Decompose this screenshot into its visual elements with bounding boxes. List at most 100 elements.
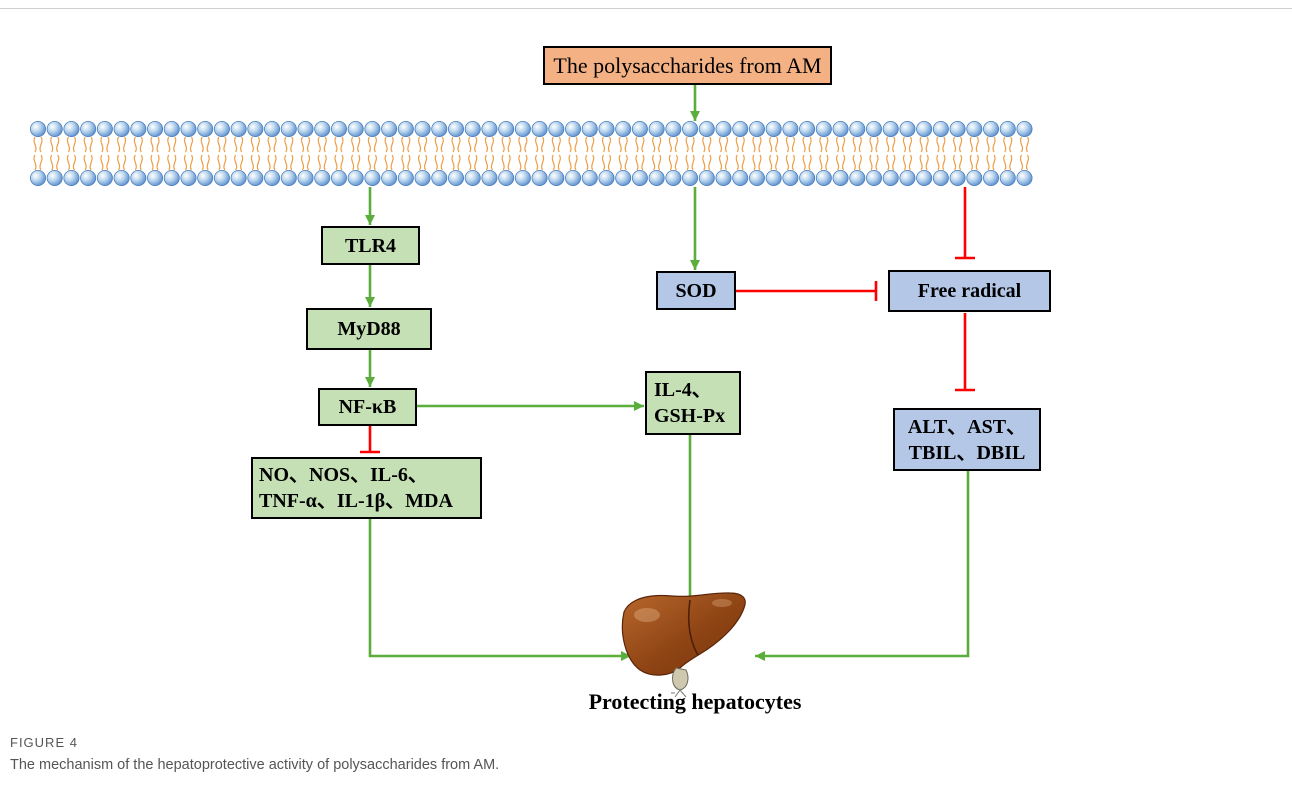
lipid-head (63, 169, 80, 186)
lipid-tail (925, 136, 929, 153)
lipid-tail (200, 136, 204, 153)
tlr4-label: TLR4 (344, 234, 397, 257)
lipid-head (264, 169, 281, 186)
lipid-tail (718, 154, 723, 171)
lipid-tail (106, 154, 110, 171)
lipid-head (63, 121, 80, 138)
lipid-tail (691, 136, 695, 153)
lipid-head (314, 169, 331, 186)
lipid-head (698, 121, 715, 138)
lipid-tail (367, 154, 371, 171)
lipid-tail (484, 154, 489, 171)
lipid-head (481, 121, 498, 138)
lipid-tail (123, 136, 127, 153)
lipid-head (498, 121, 515, 138)
lipid-head (966, 169, 983, 186)
lipid-head (163, 121, 180, 138)
lipid-tail (535, 154, 539, 171)
lipid-head (247, 121, 264, 138)
lipid-tail (607, 136, 612, 153)
lipid-head (213, 121, 230, 138)
lipid-tail (858, 136, 862, 153)
lipid-tail (574, 154, 578, 171)
lipid-tail (133, 154, 137, 171)
lipid-tail (501, 136, 505, 153)
lipid-tail (591, 136, 595, 153)
lipid-tail (635, 136, 639, 153)
lipid-tail (942, 154, 946, 171)
figure-top-rule (0, 8, 1292, 9)
lipid-tail (936, 136, 940, 153)
lipid-head (330, 169, 347, 186)
lipid-head (999, 121, 1016, 138)
lipid-tail (351, 154, 355, 171)
lipid-head (230, 169, 247, 186)
lipid-head (1016, 169, 1033, 186)
lipid-tail (240, 154, 244, 171)
lipid-head (765, 169, 782, 186)
lipid-tail (407, 136, 411, 153)
lipid-tail (89, 154, 93, 171)
lipid-tail (618, 136, 622, 153)
lipid-tail (290, 136, 294, 153)
lipid-head (966, 121, 983, 138)
lipid-head (581, 121, 598, 138)
lipid-tail (708, 154, 712, 171)
lipid-tail (150, 136, 154, 153)
lipid-tail (624, 136, 628, 153)
lipid-head (665, 169, 682, 186)
lipid-head (932, 169, 949, 186)
lipid-tail (1025, 154, 1030, 171)
lipid-tail (106, 136, 110, 153)
lipid-tail (775, 136, 779, 153)
lipid-head (615, 121, 632, 138)
lipid-tail (150, 154, 154, 171)
lipid-tail (1009, 154, 1013, 171)
lipid-head (615, 169, 632, 186)
lipid-tail (417, 136, 422, 153)
lipid-head (147, 121, 164, 138)
edge-membrane-inhibits-free-radical (955, 187, 975, 260)
lipid-tail (568, 154, 572, 171)
lipid-tail (808, 154, 812, 171)
lipid-head (815, 169, 832, 186)
lipid-head (447, 169, 464, 186)
lipid-tail (869, 136, 873, 153)
lipid-head (330, 121, 347, 138)
lipid-tail (718, 136, 723, 153)
lipid-head (866, 121, 883, 138)
lipid-tail (317, 136, 321, 153)
lipid-tail (484, 136, 489, 153)
lipid-head (748, 121, 765, 138)
lipid-tail (752, 136, 756, 153)
lipid-head (565, 121, 582, 138)
lipid-tail (607, 154, 612, 171)
lipid-tail (89, 136, 93, 153)
lipid-tail (886, 136, 890, 153)
lipid-head (397, 121, 414, 138)
lipid-tail (541, 154, 545, 171)
edge-nfkb-inhibits-inflammatory-markers (360, 426, 380, 454)
lipid-head (899, 169, 916, 186)
lipid-tail (507, 154, 511, 171)
lipid-tail (117, 154, 121, 171)
lipid-head (447, 121, 464, 138)
lipid-tail (858, 154, 862, 171)
lipid-tail (423, 154, 428, 171)
lipid-tail (401, 154, 405, 171)
lipid-heads (29, 121, 1033, 186)
lipid-head (347, 169, 364, 186)
lipid-tail (724, 136, 729, 153)
lipid-head (364, 169, 381, 186)
lipid-head (364, 121, 381, 138)
figure-label: FIGURE 4 (10, 735, 78, 750)
lipid-tail (841, 136, 846, 153)
lipid-tail (658, 154, 662, 171)
lipid-tail (708, 136, 712, 153)
lipid-tail (635, 154, 639, 171)
lipid-head (698, 169, 715, 186)
lipid-tail (417, 154, 422, 171)
free-radical-label: Free radical (917, 280, 1022, 302)
